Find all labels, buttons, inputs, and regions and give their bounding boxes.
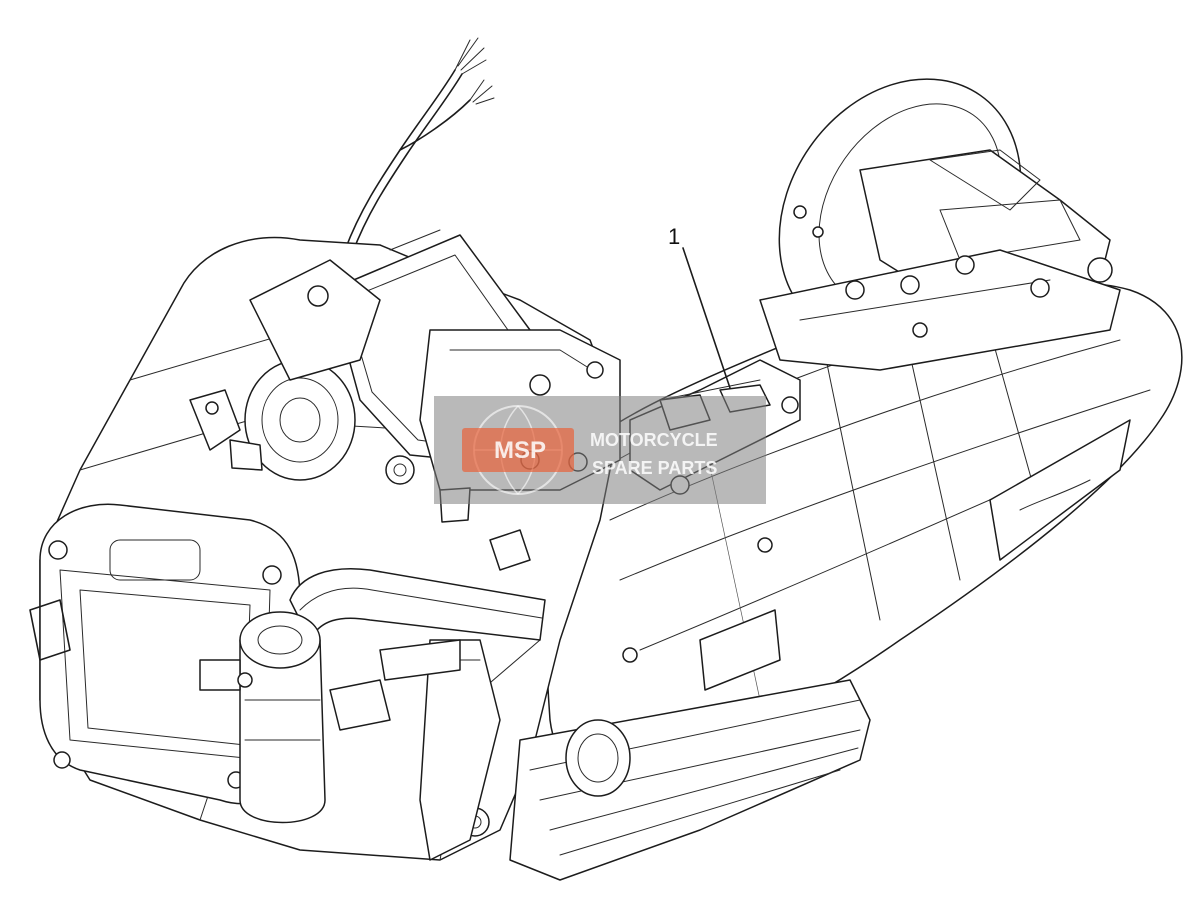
wiring-harness: [344, 37, 495, 255]
watermark: MSP MOTORCYCLE SPARE PARTS: [434, 396, 766, 504]
side-bracket: [329, 639, 501, 861]
watermark-line1: MOTORCYCLE: [590, 430, 718, 450]
callout-label: 1: [668, 224, 680, 249]
watermark-logo-text: MSP: [494, 437, 546, 464]
callout-leader-line: [682, 247, 731, 389]
intake-pipe: [289, 568, 546, 641]
rear-subframe: [759, 249, 1121, 371]
oil-filter: [199, 611, 326, 824]
callout-1: 1: [668, 224, 731, 389]
throttle-body: [189, 259, 381, 481]
watermark-logo: [462, 428, 574, 472]
watermark-line2: SPARE PARTS: [592, 458, 717, 478]
